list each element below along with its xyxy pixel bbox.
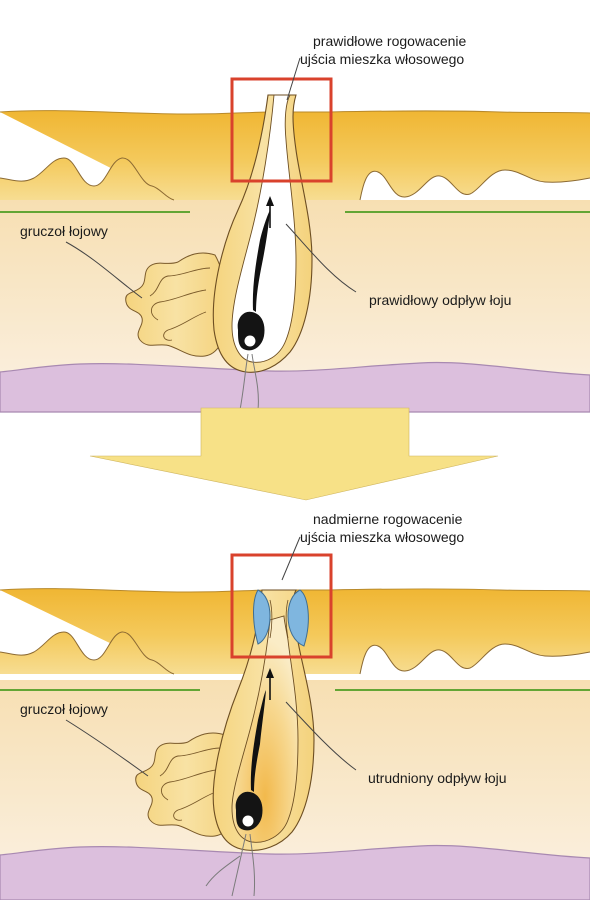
dermal-papilla <box>245 336 256 347</box>
title-label-line-1: nadmierne rogowacenie <box>313 511 463 527</box>
dermal-papilla <box>243 816 254 827</box>
gland-label: gruczoł łojowy <box>20 701 108 717</box>
panel-excessive: nadmierne rogowacenie ujścia mieszka wło… <box>0 511 590 900</box>
title-label-line-2: ujścia mieszka włosowego <box>300 529 464 545</box>
flow-label: prawidłowy odpływ łoju <box>369 292 511 308</box>
title-label-line-1: prawidłowe rogowacenie <box>313 33 467 49</box>
subcutis-layer <box>0 846 590 900</box>
title-label-line-2: ujścia mieszka włosowego <box>300 51 464 67</box>
gland-label: gruczoł łojowy <box>20 223 108 239</box>
flow-label: utrudniony odpływ łoju <box>368 770 507 786</box>
transition-arrow[interactable] <box>90 408 498 500</box>
panel-normal: prawidłowe rogowacenie ujścia mieszka wł… <box>0 33 590 412</box>
title-leader-line <box>282 537 300 580</box>
